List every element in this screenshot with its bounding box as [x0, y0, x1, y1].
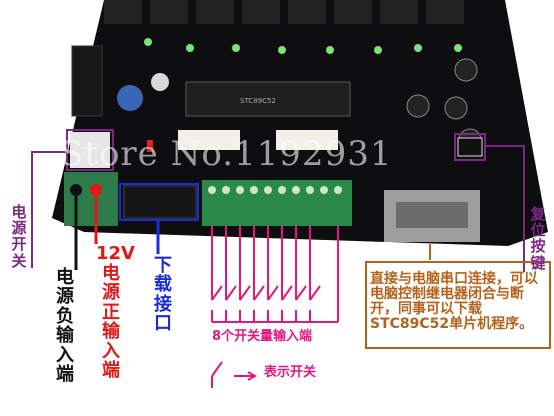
switch-symbol-legend: [211, 361, 258, 388]
store-watermark: Store No.1192931: [60, 134, 393, 174]
power-led: [147, 140, 153, 152]
switch-wiring: [211, 226, 339, 323]
status-leds: [144, 38, 462, 54]
power-switch-label: 电源开关: [11, 203, 27, 270]
capacitor: [406, 94, 430, 118]
capacitor: [151, 73, 169, 91]
capacitor: [454, 58, 478, 82]
reset-key-label: 复位按键: [530, 205, 546, 272]
power-switch[interactable]: [70, 132, 110, 168]
download-port-label: 下载接口: [154, 255, 172, 335]
relay-row: [104, 0, 464, 24]
positive-input-label: 电源正输入端: [102, 263, 120, 382]
serial-annotation: [365, 244, 551, 349]
gnd-terminal-dot: [70, 184, 82, 196]
optocoupler: [178, 130, 240, 150]
download-header: [123, 185, 197, 219]
v12-label: 12V: [96, 243, 135, 264]
reset-button[interactable]: [457, 137, 483, 157]
capacitor: [117, 85, 143, 111]
switch-inputs-label: 8个开关量输入端: [212, 329, 313, 344]
power-terminal: [64, 172, 118, 226]
switch-symbol-label: 表示开关: [264, 365, 317, 380]
svg-text:STC89C52: STC89C52: [240, 97, 276, 105]
vcc-terminal-dot: [90, 184, 102, 196]
serial-port-note: 直接与电脑串口连接，可以电脑控制继电器闭合与断开，同事可以下载STC89C52单…: [370, 271, 538, 333]
side-header: [71, 45, 103, 117]
optocoupler: [276, 130, 338, 150]
gnd-input-label: 电源负输入端: [56, 267, 74, 386]
capacitor: [444, 96, 468, 120]
mcu-chip: [185, 81, 351, 117]
